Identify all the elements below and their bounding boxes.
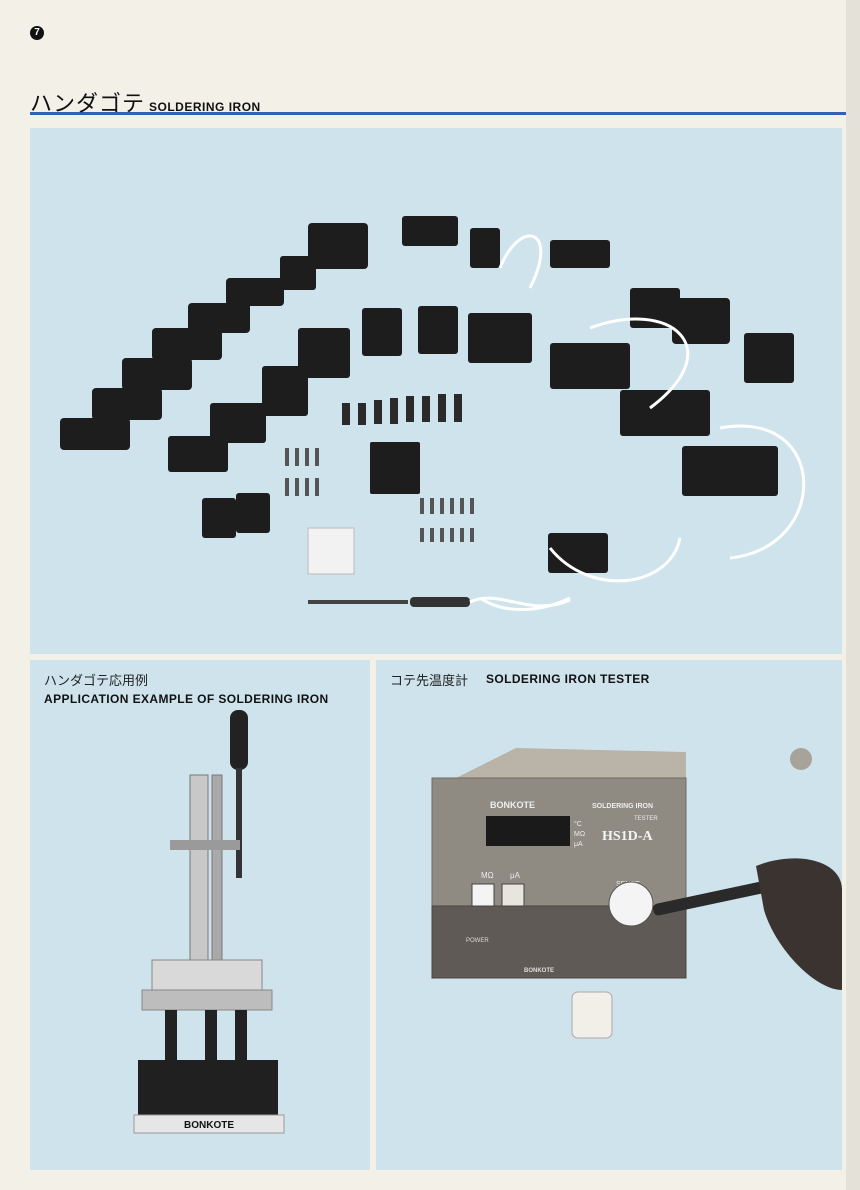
tester-model: HS1D-A (602, 829, 653, 844)
unit-ua: μA (574, 841, 583, 848)
mohm-button (471, 883, 495, 907)
control-station (308, 223, 368, 269)
control-station (550, 240, 610, 268)
control-station (620, 390, 710, 436)
iron-stand (226, 278, 284, 306)
power-label: POWER (466, 938, 489, 944)
iron-stand (548, 533, 608, 573)
control-station (402, 216, 458, 246)
tester-base-brand: BONKOTE (524, 968, 554, 974)
iron-stand (362, 308, 402, 356)
base-plate (133, 1114, 285, 1134)
thermostat-box (236, 493, 270, 533)
lever-handle (230, 710, 248, 770)
loose-iron (308, 596, 571, 608)
product-lineup-photo (30, 128, 842, 654)
iron-stand (262, 366, 308, 416)
iron-stand (188, 303, 250, 333)
iron-stand (60, 418, 130, 450)
iron-stand (298, 328, 350, 378)
control-station (682, 446, 778, 496)
display-window (486, 816, 570, 846)
heading-title-jp: ハンダゴテ (30, 91, 146, 116)
binder-hole (790, 748, 812, 770)
analog-meter (370, 442, 420, 494)
unit-celsius: °C (574, 820, 582, 828)
button-mohm-label: MΩ (481, 871, 494, 880)
tip-grid (285, 448, 474, 542)
unit-mohm: MΩ (574, 831, 585, 838)
tip-row (342, 394, 462, 425)
iron-stand (418, 306, 458, 354)
iron-stand (210, 403, 266, 443)
page-edge (846, 0, 860, 1190)
application-example-panel: ハンダゴテ応用例 APPLICATION EXAMPLE OF SOLDERIN… (30, 660, 370, 1170)
tester-illustration: BONKOTE SOLDERING IRON TESTER °C MΩ μA H… (431, 748, 842, 1039)
tester-panel-subtitle: TESTER (634, 816, 658, 822)
plate-label: BONKOTE (184, 1120, 234, 1131)
tester-caption-jp: コテ先温度計 (390, 673, 469, 688)
application-caption-en: APPLICATION EXAMPLE OF SOLDERING IRON (44, 692, 329, 706)
tester-brand: BONKOTE (490, 800, 535, 810)
control-station (468, 313, 532, 363)
thermostat-box (202, 498, 236, 538)
hand (756, 858, 842, 990)
circuit-board (138, 1060, 278, 1122)
iron-stand (280, 256, 316, 290)
iron-stand (92, 388, 162, 420)
tester-caption-en: SOLDERING IRON TESTER (486, 672, 650, 686)
button-ua-label: μA (510, 871, 521, 880)
iron-stand (122, 358, 192, 390)
control-station (550, 343, 630, 389)
iron-stand (152, 328, 222, 360)
sponge-cup (571, 991, 613, 1039)
iron-stand (168, 436, 228, 472)
application-caption-jp: ハンダゴテ応用例 (44, 673, 149, 688)
tester-panel: コテ先温度計 SOLDERING IRON TESTER BONKOTE SOL… (376, 660, 842, 1170)
power-cords (479, 234, 806, 612)
product-lineup-illustration (60, 216, 806, 612)
soldering-jig-illustration: BONKOTE (133, 710, 285, 1134)
sense-cup (608, 881, 654, 927)
ua-button (501, 883, 525, 907)
iron-stand (744, 333, 794, 383)
tip-card (307, 527, 355, 575)
iron-stand (470, 228, 500, 268)
page-number: 7 (30, 26, 44, 40)
control-station (672, 298, 730, 344)
tester-panel-title: SOLDERING IRON (592, 803, 653, 810)
heading-title-en: SOLDERING IRON (149, 100, 261, 114)
soldering-iron (652, 880, 772, 916)
